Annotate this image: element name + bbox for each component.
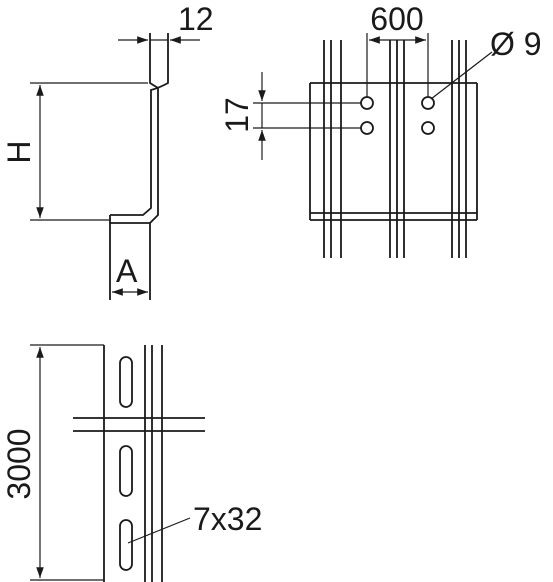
dimension-label-diameter: Ø 9 <box>490 26 542 62</box>
dimension-label-3000: 3000 <box>1 428 37 499</box>
leader-line-diameter <box>430 51 493 100</box>
dimension-label-600: 600 <box>370 1 423 37</box>
dimension-label-a: A <box>116 253 138 289</box>
rails <box>323 40 467 258</box>
dimension-label-slot: 7x32 <box>193 501 262 537</box>
dimension-label-h: H <box>1 140 37 163</box>
leader-line-slot <box>127 517 191 544</box>
slots <box>119 356 133 571</box>
profile-view <box>30 33 200 300</box>
length-view <box>30 344 205 582</box>
front-view <box>253 33 493 258</box>
dimension-label-12: 12 <box>178 1 214 37</box>
dimension-label-17: 17 <box>219 97 255 133</box>
